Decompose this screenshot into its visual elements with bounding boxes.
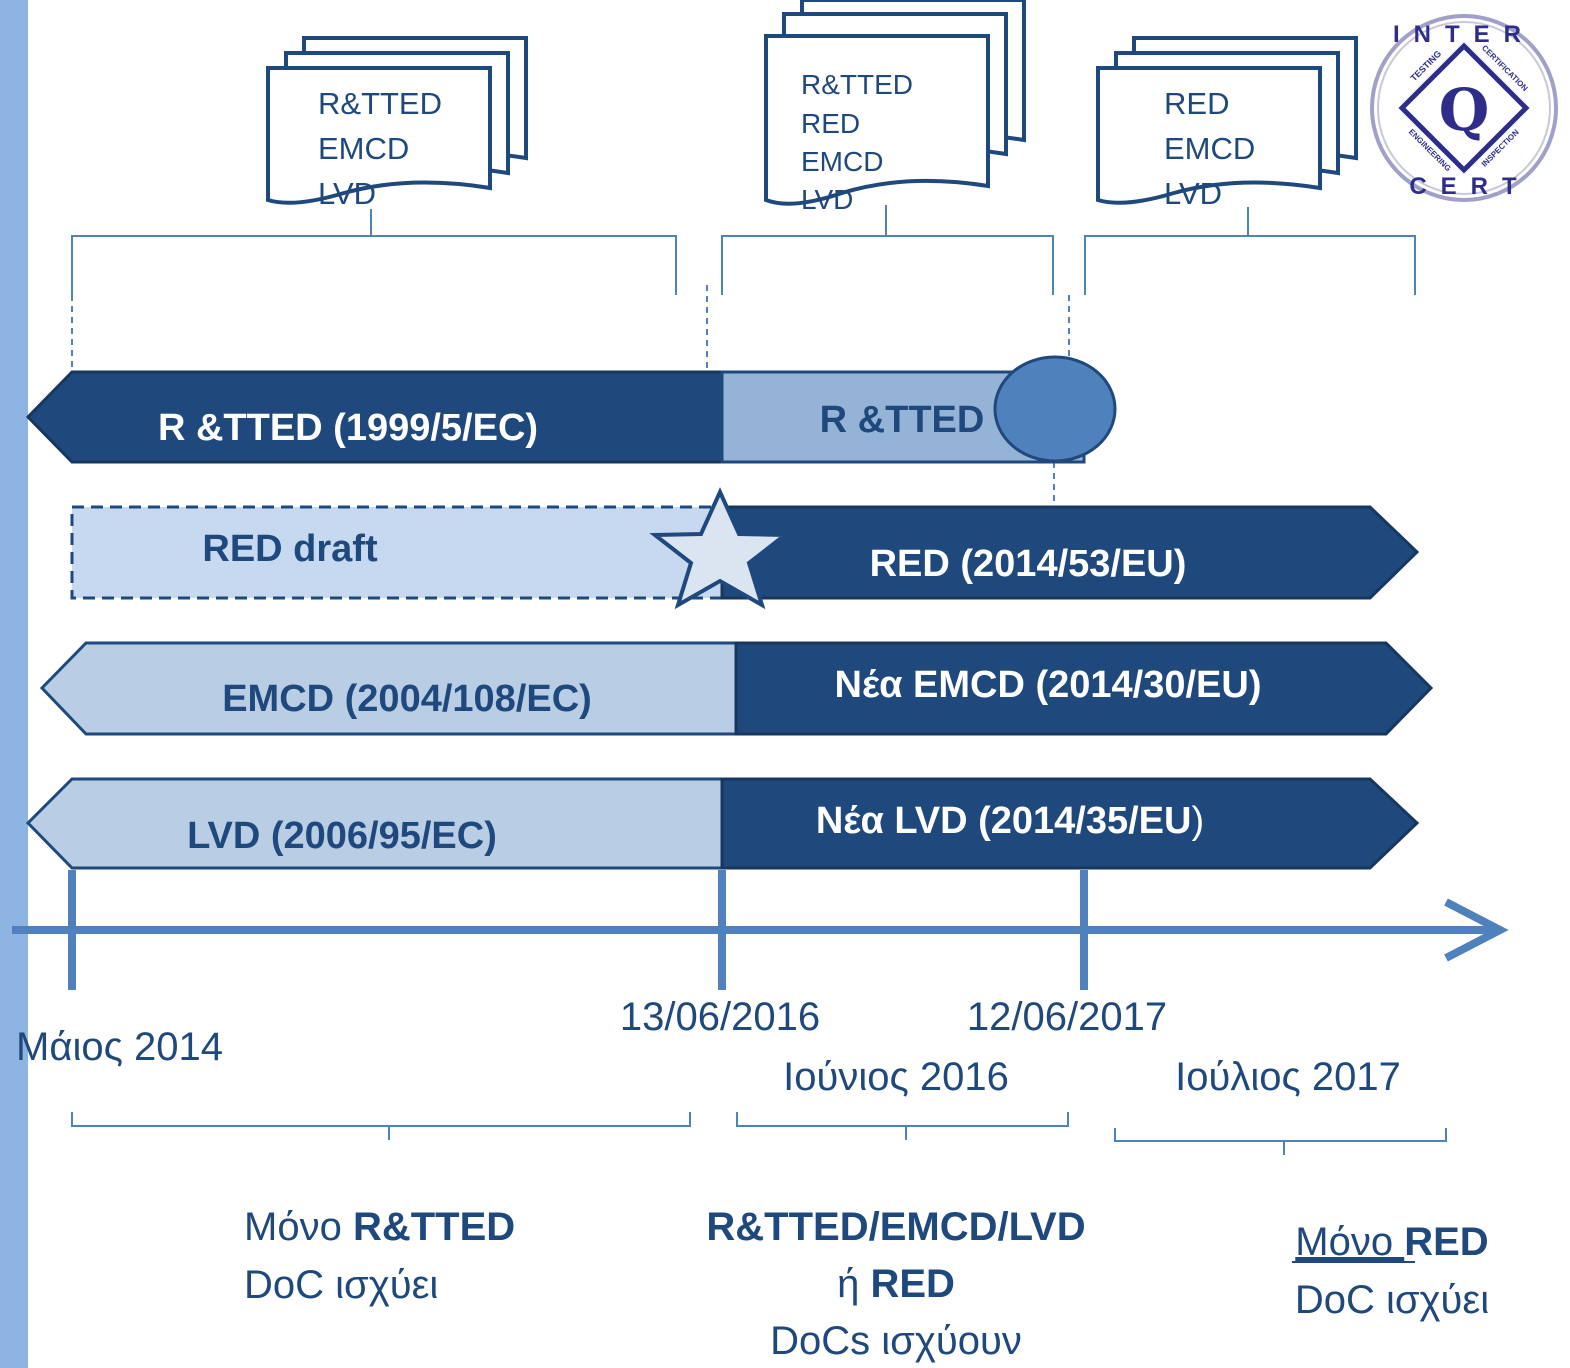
logo-top-text: INTER (1393, 21, 1535, 48)
period1-bold: R&TTED (353, 1205, 515, 1249)
date-13-06-2016: 13/06/2016 (620, 995, 820, 1039)
period2-line1: R&TTED/EMCD/LVD (706, 1205, 1085, 1249)
period3-text: Μόνο (1295, 1220, 1404, 1264)
rtted-old-label: R &TTED (1999/5/EC) (158, 407, 538, 449)
lvd-new-label-main: Νέα LVD (2014/35/EU (816, 800, 1192, 842)
rtted-transition-label: R &TTED (820, 399, 985, 441)
logo-bottom-text: CERT (1409, 173, 1530, 200)
period3-line1: Μόνο RED (1295, 1220, 1488, 1264)
document-stack-1 (266, 36, 528, 205)
doc2-line-3: EMCD (801, 146, 883, 177)
doc1-line-2: EMCD (318, 131, 409, 166)
doc2-line-2: RED (801, 108, 860, 139)
period3-line2: DoC ισχύει (1295, 1278, 1489, 1322)
bottom-brackets (71, 1112, 1447, 1155)
red-new-label: RED (2014/53/EU) (870, 543, 1187, 585)
side-bar (0, 0, 28, 1368)
date-may-2014: Μάιος 2014 (16, 1025, 223, 1069)
date-june-2016: Ιούνιος 2016 (783, 1055, 1009, 1099)
rtted-end-circle (993, 355, 1117, 463)
doc1-line-1: R&TTED (318, 86, 442, 121)
lvd-new-label-paren: ) (1191, 800, 1204, 842)
dashed-guides (71, 285, 1070, 506)
period3-bold: RED (1404, 1220, 1488, 1264)
rtted-old-bar (25, 370, 724, 464)
emcd-new-bar (734, 641, 1434, 736)
timeline-axis (12, 870, 1509, 990)
date-12-06-2017: 12/06/2017 (967, 995, 1167, 1039)
doc3-line-2: EMCD (1164, 131, 1255, 166)
emcd-old-label: EMCD (2004/108/EC) (222, 678, 592, 720)
doc3-line-3: LVD (1164, 176, 1222, 211)
lvd-new-bar (720, 777, 1420, 870)
period2-line3: DoCs ισχύουν (770, 1319, 1022, 1363)
document-stack-3 (1096, 36, 1358, 205)
lvd-new-label: Νέα LVD (2014/35/EU) (816, 800, 1204, 842)
emcd-new-label: Νέα EMCD (2014/30/EU) (835, 664, 1262, 706)
period1-line1: Μόνο R&TTED (244, 1205, 515, 1249)
intercert-logo: Q INTER CERT TESTING CERTIFICATION ENGIN… (1370, 14, 1558, 202)
red-draft-label: RED draft (202, 528, 378, 570)
lvd-old-label: LVD (2006/95/EC) (187, 815, 497, 857)
doc1-line-3: LVD (318, 176, 376, 211)
period1-line2: DoC ισχύει (244, 1263, 438, 1307)
doc2-line-4: LVD (801, 184, 853, 215)
emcd-old-bar (39, 641, 738, 736)
logo-center-letter: Q (1439, 76, 1490, 144)
period2-line2: ή RED (837, 1262, 955, 1306)
top-brackets (71, 205, 1416, 295)
date-july-2017: Ιούλιος 2017 (1175, 1055, 1401, 1099)
star-icon (649, 487, 791, 610)
period1-text: Μόνο (244, 1205, 353, 1249)
period2-bold: RED (870, 1262, 954, 1306)
document-stack-2 (764, 0, 1026, 206)
lvd-old-bar (25, 777, 724, 870)
doc2-line-1: R&TTED (801, 69, 913, 100)
red-draft-bar (70, 505, 724, 600)
period2-text: ή (837, 1262, 870, 1306)
doc3-line-1: RED (1164, 86, 1229, 121)
